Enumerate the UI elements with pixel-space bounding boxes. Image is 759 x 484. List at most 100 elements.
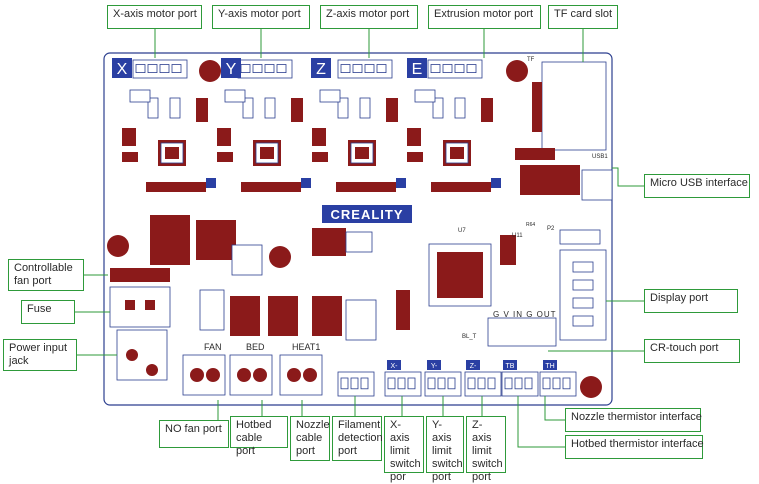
connector-pin <box>340 64 351 74</box>
connector-pin <box>340 377 349 390</box>
svg-text:E: E <box>412 61 423 78</box>
axis-letter-y: Y <box>221 58 241 78</box>
capacitor <box>312 128 326 146</box>
resistor-array <box>336 182 396 192</box>
resistor <box>147 97 159 119</box>
regulator <box>312 228 346 256</box>
callout-display: Display port <box>644 289 738 313</box>
resistor <box>454 97 466 119</box>
resistor <box>264 97 276 119</box>
display-pin <box>572 297 594 309</box>
connector-pin <box>376 64 387 74</box>
axis-letter-z: Z <box>311 58 331 78</box>
silk-heat1: HEAT1 <box>292 342 320 352</box>
mounting-hole <box>580 376 602 398</box>
silk-bed: BED <box>246 342 265 352</box>
svg-text:TB: TB <box>506 363 515 370</box>
svg-text:CREALITY: CREALITY <box>331 207 404 222</box>
resistor-array <box>146 182 206 192</box>
callout-fuse: Fuse <box>21 300 75 324</box>
jack-pin <box>126 349 138 361</box>
connector-pin <box>552 377 561 390</box>
connector-pin <box>147 64 158 74</box>
terminal-screw <box>237 368 251 382</box>
connector-pin <box>467 377 476 390</box>
connector-pin <box>159 64 170 74</box>
pcb-components <box>107 59 613 398</box>
svg-text:TH: TH <box>545 363 554 370</box>
resistor-array <box>431 182 491 192</box>
inductor <box>319 89 341 103</box>
tag-tb: TB <box>503 360 517 370</box>
mcu-chip <box>437 252 483 298</box>
inductor <box>224 89 246 103</box>
tf-card-slot <box>541 61 607 151</box>
usb-port <box>581 169 613 201</box>
inductor <box>129 89 151 103</box>
connector-pin <box>562 377 571 390</box>
mosfet <box>268 296 298 336</box>
connector-pin <box>454 64 465 74</box>
connector-pin <box>276 64 287 74</box>
resistor <box>122 152 138 162</box>
connector-pin <box>542 377 551 390</box>
resistor-array <box>396 290 410 330</box>
capacitor <box>481 98 493 122</box>
svg-text:Z: Z <box>316 61 326 78</box>
fan-header <box>110 268 170 282</box>
resistor <box>217 152 233 162</box>
creality-logo: CREALITY <box>322 205 412 223</box>
callout-e-motor: Extrusion motor port <box>428 5 541 29</box>
terminal-screw <box>190 368 204 382</box>
svg-text:X-: X- <box>391 363 399 370</box>
capacitor <box>196 98 208 122</box>
connector-pin <box>442 64 453 74</box>
usb-circuit <box>520 165 580 195</box>
power-jack <box>116 329 168 381</box>
connector-pin <box>252 64 263 74</box>
capacitor <box>407 128 421 146</box>
connector-pin <box>240 64 251 74</box>
resistor <box>432 97 444 119</box>
callout-x-motor: X-axis motor port <box>107 5 202 29</box>
capacitor <box>291 98 303 122</box>
svg-text:X: X <box>117 61 128 78</box>
leader-usb <box>612 167 644 187</box>
capacitor-bank <box>199 289 225 331</box>
mounting-hole <box>107 235 129 257</box>
callout-y-motor: Y-axis motor port <box>212 5 310 29</box>
connector-pin <box>430 64 441 74</box>
terminal-screw <box>206 368 220 382</box>
header <box>559 229 601 245</box>
resistor-array <box>241 182 301 192</box>
leader-nozzle-therm <box>544 396 565 421</box>
connector-pin <box>514 377 523 390</box>
connector-pin <box>524 377 533 390</box>
connector-pin <box>264 64 275 74</box>
ic <box>345 231 373 253</box>
connector-pin <box>171 64 182 74</box>
silk-r64: R64 <box>526 222 535 228</box>
axis-letter-e: E <box>407 58 427 78</box>
fuse-pin <box>125 300 135 310</box>
connector-pin <box>387 377 396 390</box>
driver-chip-core <box>355 147 369 159</box>
resistor-block <box>515 148 555 160</box>
callout-no-fan: NO fan port <box>159 420 229 448</box>
display-pin <box>572 315 594 327</box>
resistor <box>169 97 181 119</box>
silk-pin-labels: G V IN G OUT <box>493 310 557 319</box>
silk-bl: BL_T <box>462 334 477 340</box>
connector-pin <box>360 377 369 390</box>
connector-pin <box>447 377 456 390</box>
driver-chip-core <box>260 147 274 159</box>
tag-y-endstop: Y- <box>427 360 441 370</box>
